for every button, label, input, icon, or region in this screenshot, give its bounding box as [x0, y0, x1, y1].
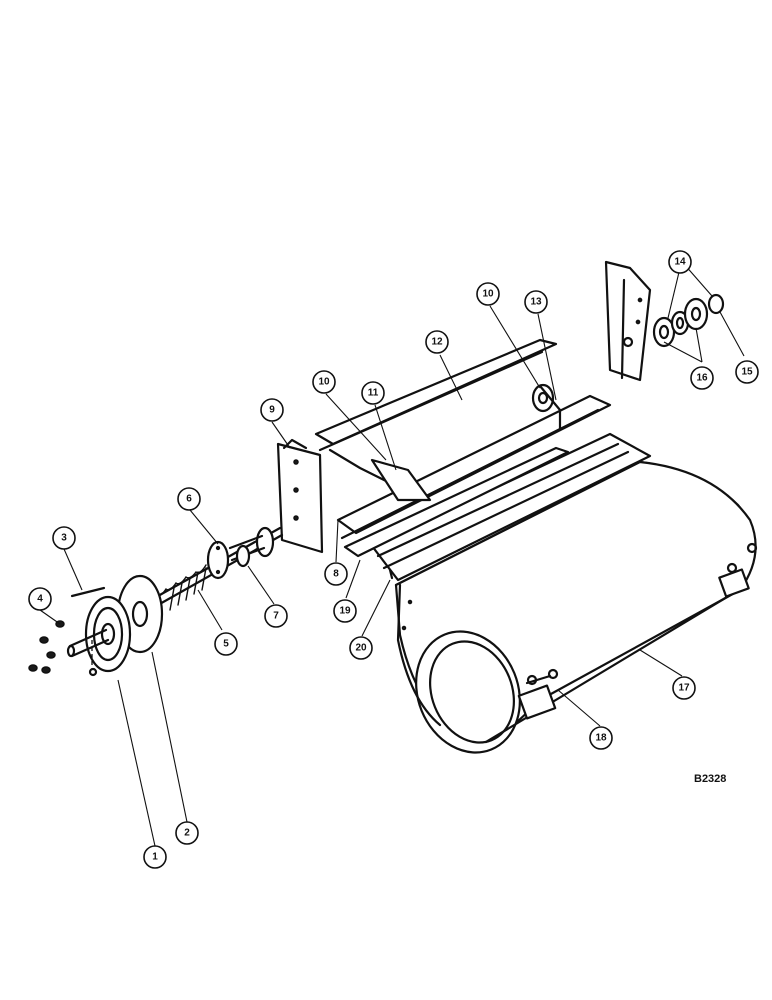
- callout-16: 16: [690, 366, 714, 390]
- drawing-id-label: B2328: [694, 773, 726, 785]
- svg-text:14: 14: [674, 257, 686, 268]
- svg-text:12: 12: [431, 337, 443, 348]
- svg-text:4: 4: [37, 594, 43, 605]
- callout-15: 15: [735, 360, 759, 384]
- callout-9: 9: [260, 398, 284, 422]
- bearing-assembly: [652, 293, 725, 348]
- callout-14: 14: [668, 250, 692, 274]
- svg-text:10: 10: [318, 377, 330, 388]
- callout-10-left: 10: [312, 370, 336, 394]
- shaft-assembly: [28, 526, 284, 677]
- svg-text:11: 11: [368, 388, 379, 399]
- svg-text:15: 15: [741, 367, 753, 378]
- callout-5: 5: [214, 632, 238, 656]
- svg-text:7: 7: [273, 611, 279, 622]
- callout-20: 20: [349, 636, 373, 660]
- callout-17: 17: [672, 676, 696, 700]
- svg-text:10: 10: [482, 289, 494, 300]
- leader-lines: [39, 263, 745, 847]
- callout-7: 7: [264, 604, 288, 628]
- cylinder-shield: [394, 460, 758, 754]
- callout-13: 13: [524, 290, 548, 314]
- callout-1: 1: [143, 845, 167, 869]
- svg-text:20: 20: [355, 643, 367, 654]
- frame-beams: [314, 338, 612, 540]
- svg-text:2: 2: [184, 828, 190, 839]
- callout-19: 19: [333, 599, 357, 623]
- callout-4: 4: [28, 587, 52, 611]
- svg-text:3: 3: [61, 533, 67, 544]
- svg-text:13: 13: [530, 297, 542, 308]
- callout-6: 6: [177, 487, 201, 511]
- svg-text:9: 9: [269, 405, 275, 416]
- callout-3: 3: [52, 526, 76, 550]
- top-trough: [343, 432, 652, 582]
- svg-text:16: 16: [696, 373, 708, 384]
- callout-10-right: 10: [476, 282, 500, 306]
- svg-text:17: 17: [678, 683, 690, 694]
- svg-text:5: 5: [223, 639, 229, 650]
- svg-text:6: 6: [186, 494, 192, 505]
- callout-12: 12: [425, 330, 449, 354]
- callouts: 1 2 3 4 5 6 7 8 9 10 10 11 12 13 14 15 1…: [28, 250, 759, 869]
- callout-18: 18: [589, 726, 613, 750]
- right-bracket: [604, 260, 652, 382]
- callout-8: 8: [324, 562, 348, 586]
- svg-text:1: 1: [152, 852, 158, 863]
- svg-text:19: 19: [339, 606, 351, 617]
- svg-text:8: 8: [333, 569, 339, 580]
- callout-2: 2: [175, 821, 199, 845]
- svg-text:18: 18: [595, 733, 607, 744]
- callout-11: 11: [361, 381, 385, 405]
- end-plate-bracket: [276, 438, 324, 554]
